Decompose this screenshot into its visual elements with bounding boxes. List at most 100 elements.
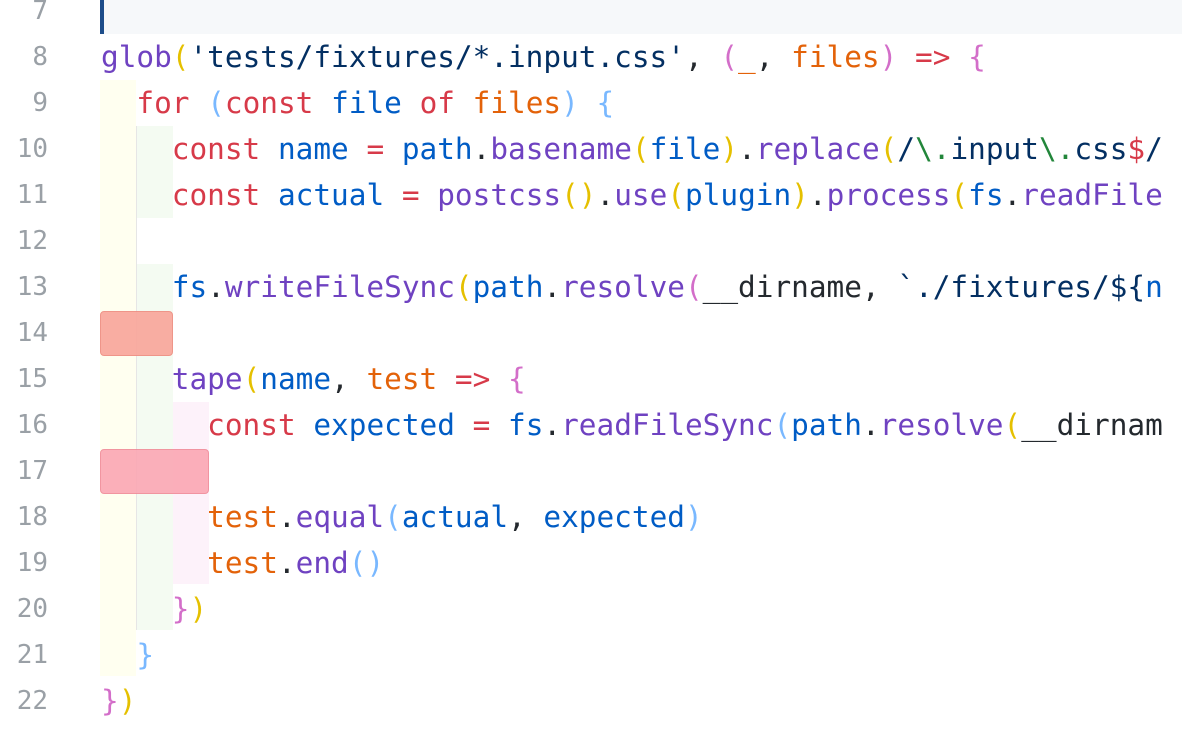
code-token: file [649, 132, 721, 166]
code-token [101, 546, 207, 580]
code-token: process [826, 178, 951, 212]
line-number: 15 [16, 364, 48, 394]
code-token: plugin [685, 178, 792, 212]
code-token: const [224, 86, 314, 120]
code-token: writeFileSync [224, 270, 455, 304]
code-line[interactable]: 20 }) [0, 586, 1182, 632]
code-token: () [561, 178, 597, 212]
code-token: resolve [561, 270, 685, 304]
code-token: path [791, 408, 862, 442]
code-line[interactable]: 18 test.equal(actual, expected) [0, 494, 1182, 540]
code-token: ( [667, 178, 685, 212]
code-token [260, 178, 278, 212]
line-number: 12 [16, 226, 48, 256]
line-number: 11 [16, 180, 48, 210]
code-line[interactable]: 15 tape(name, test => { [0, 356, 1182, 402]
code-line[interactable]: 11 const actual = postcss().use(plugin).… [0, 172, 1182, 218]
code-token: \. [915, 132, 951, 166]
code-text: }) [101, 678, 136, 724]
code-token: __dirname [702, 270, 862, 304]
code-token: ( [950, 178, 969, 212]
code-token: ( [242, 362, 261, 396]
code-token: test [366, 362, 438, 396]
code-token: _ [738, 40, 756, 74]
code-token: . [543, 270, 562, 304]
code-token: css [1074, 132, 1128, 166]
code-token: ) [189, 592, 208, 626]
code-line[interactable]: 10 const name = path.basename(file).repl… [0, 126, 1182, 172]
code-token: __dirnam [1021, 408, 1163, 442]
code-token: equal [295, 500, 385, 534]
code-token: 'tests/fixtures/*.input.css' [189, 40, 685, 74]
code-token [101, 86, 136, 120]
code-token [101, 362, 172, 396]
code-token: expected [313, 408, 455, 442]
code-token: n [1145, 270, 1163, 304]
code-token: path [472, 270, 544, 304]
code-line[interactable]: 12 [0, 218, 1182, 264]
code-token: / [1145, 132, 1163, 166]
code-token: \. [1038, 132, 1075, 166]
line-number: 18 [16, 502, 48, 532]
code-line[interactable]: 16 const expected = fs.readFileSync(path… [0, 402, 1182, 448]
code-token: => [437, 362, 508, 396]
code-token [313, 86, 331, 120]
code-token: ) [561, 86, 579, 120]
code-token: tape [171, 362, 243, 396]
code-token: , [861, 270, 898, 304]
code-token: ) [720, 132, 739, 166]
code-line[interactable]: 13 fs.writeFileSync(path.resolve(__dirna… [0, 264, 1182, 310]
code-token: const [207, 408, 296, 442]
code-token: end [295, 546, 349, 580]
code-text: const expected = fs.readFileSync(path.re… [101, 402, 1163, 448]
code-text: test.end() [101, 540, 384, 586]
code-line[interactable]: 22}) [0, 678, 1182, 724]
code-token: glob [101, 40, 172, 74]
code-token: ${ [1109, 270, 1146, 304]
code-token [101, 638, 136, 672]
code-token: = [384, 178, 438, 212]
line-number: 20 [16, 594, 48, 624]
code-token: ( [171, 40, 190, 74]
code-line[interactable]: 7 [0, 0, 1182, 34]
code-token: . [738, 132, 756, 166]
code-line[interactable]: 17 [0, 448, 1182, 494]
code-token: , [755, 40, 792, 74]
line-number: 9 [32, 88, 48, 118]
code-line[interactable]: 19 test.end() [0, 540, 1182, 586]
code-token: const [171, 178, 261, 212]
code-token: => [897, 40, 969, 74]
code-token: input [950, 132, 1039, 166]
trailing-whitespace-marker [100, 311, 173, 356]
code-token: readFile [1021, 178, 1163, 212]
code-text: const actual = postcss().use(plugin).pro… [101, 172, 1163, 218]
code-token: test [207, 546, 278, 580]
code-token: ( [384, 500, 402, 534]
code-token: ( [684, 270, 703, 304]
code-token: of [419, 86, 455, 120]
line-number: 10 [16, 134, 48, 164]
code-text: }) [101, 586, 207, 632]
code-token [455, 86, 473, 120]
code-token: $ [1127, 132, 1146, 166]
line-number: 16 [16, 410, 48, 440]
code-line[interactable]: 14 [0, 310, 1182, 356]
code-line[interactable]: 21 } [0, 632, 1182, 678]
code-text: for (const file of files) { [101, 80, 614, 126]
code-token: } [101, 684, 119, 718]
code-token: path [401, 132, 473, 166]
code-token: fs [508, 408, 544, 442]
code-token: ) [118, 684, 137, 718]
code-token: , [684, 40, 721, 74]
code-token: use [614, 178, 668, 212]
code-token: ( [207, 86, 225, 120]
code-text: tape(name, test => { [101, 356, 526, 402]
code-token: replace [755, 132, 880, 166]
code-token: . [596, 178, 615, 212]
code-token [579, 86, 597, 120]
code-line[interactable]: 9 for (const file of files) { [0, 80, 1182, 126]
code-token: } [171, 592, 190, 626]
code-token [101, 408, 207, 442]
